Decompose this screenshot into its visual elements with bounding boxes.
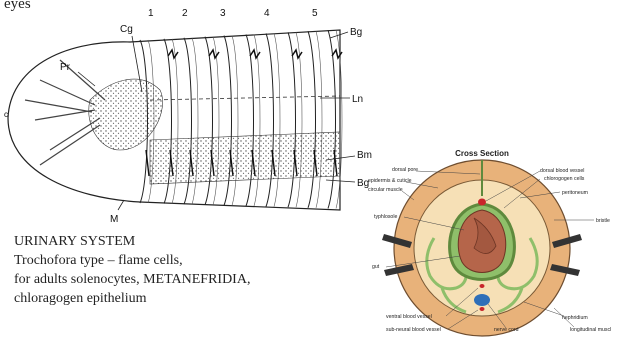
segment-numbers: 1 2 3 4 5 — [148, 8, 318, 19]
ventral-blood-vessel — [480, 284, 485, 288]
segment-number: 5 — [312, 8, 318, 19]
label-ln: Ln — [352, 94, 363, 105]
urinary-line-3: chloragogen epithelium — [14, 289, 250, 308]
cross-section-diagram: Cross Section do — [364, 138, 632, 351]
label-ventral-blood-vessel: ventral blood vessel — [386, 314, 432, 320]
segment-number: 4 — [264, 8, 270, 19]
urinary-title: URINARY SYSTEM — [14, 232, 250, 251]
label-bg-top: Bg — [350, 27, 362, 38]
label-longitudinal-muscle: longitudinal muscl — [570, 327, 611, 333]
segment-number: 2 — [182, 8, 188, 19]
label-typhlosole: typhlosole — [374, 214, 397, 220]
label-dorsal-blood-vessel: dorsal blood vessel — [540, 168, 584, 174]
label-dorsal-pore: dorsal pore — [392, 167, 418, 173]
label-m: M — [110, 214, 118, 225]
label-bristle: bristle — [596, 218, 610, 224]
cross-section-title: Cross Section — [455, 149, 509, 158]
intestine-band — [150, 132, 340, 184]
label-chlorogogen-cells: chlorogogen cells — [544, 176, 585, 182]
label-circular-muscle: circular muscle — [368, 187, 403, 193]
label-pr: Pr — [60, 62, 71, 73]
label-subneural-blood-vessel: sub-neural blood vessel — [386, 327, 441, 333]
segment-number: 3 — [220, 8, 226, 19]
label-epidermis-cuticle: epidermis & cuticle — [368, 178, 412, 184]
urinary-line-2: for adults solenocytes, METANEFRIDIA, — [14, 270, 250, 289]
segment-number: 1 — [148, 8, 154, 19]
label-c: c — [4, 110, 8, 119]
urinary-line-1: Trochofora type – flame cells, — [14, 251, 250, 270]
urinary-system-text: URINARY SYSTEM Trochofora type – flame c… — [14, 232, 250, 308]
label-nephridium: nephridium — [562, 315, 588, 321]
dorsal-blood-vessel — [478, 199, 486, 206]
label-peritoneum: peritoneum — [562, 190, 588, 196]
subneural-blood-vessel — [480, 307, 485, 311]
label-nerve-cord: nerve cord — [494, 327, 519, 333]
nerve-cord — [474, 294, 490, 306]
label-gut: gut — [372, 264, 380, 270]
label-cg: Cg — [120, 24, 133, 35]
